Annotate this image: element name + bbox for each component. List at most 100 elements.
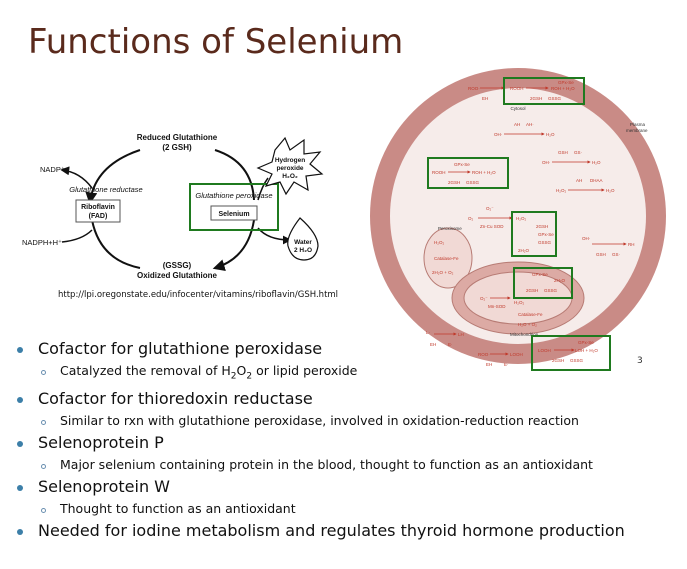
gssg-left: GSSG	[466, 180, 480, 185]
rooh-top: ROOH	[510, 86, 524, 91]
selenium-label: Selenium	[218, 211, 249, 218]
riboflavin-label: Riboflavin	[81, 204, 115, 211]
roh-h2o-top: ROH + H₂O	[551, 86, 575, 91]
glutathione-peroxidase-label: Glutathione peroxidase	[195, 191, 272, 200]
bullet-2: Cofactor for thioredoxin reductase	[14, 388, 679, 410]
dhaa-label: DHAA	[590, 178, 603, 183]
oh-radical-label-3: OH·	[582, 236, 590, 241]
gssg-label: (GSSG)	[163, 261, 192, 270]
looh-box: LOOH	[538, 348, 551, 353]
sub-bullet-4: Thought to function as an antioxidant	[14, 498, 679, 520]
plasma-membrane-label-1: Plasma	[630, 122, 646, 127]
glutathione-cycle-diagram: Reduced Glutathione (2 GSH) NADP⁺ NADPH+…	[22, 133, 324, 280]
h2o2-mito: H₂O₂	[514, 300, 524, 305]
mitochondrion-label: Mitochondrion	[510, 332, 539, 337]
ah-label-1: AH	[514, 122, 520, 127]
riboflavin-box	[75, 199, 121, 223]
h2o2-middle: H₂O₂	[516, 216, 526, 221]
loh-h2o-box: LOH + H₂O	[575, 348, 598, 353]
two-h2o-o2-perox: 2H₂O + O₂	[432, 270, 454, 275]
sub-bullet-1: Catalyzed the removal of H2O2 or lipid p…	[14, 360, 679, 388]
arrow-nadp	[60, 166, 93, 189]
gssg-top: GSSG	[548, 96, 562, 101]
peroxisome-label: Peroxisome	[438, 226, 462, 231]
h2o-label-2: H₂O	[592, 160, 601, 165]
gpx-se-left: GPx-Se	[454, 162, 470, 167]
nadph-label: NADPH+H⁺	[22, 238, 62, 247]
ah-radical-label-1: AH·	[526, 122, 534, 127]
sub-bullet-3: Major selenium containing protein in the…	[14, 454, 679, 476]
e-radical-label-1: E·	[448, 342, 453, 347]
zn-cu-sod-label: Zn-Cu SOD	[480, 224, 504, 229]
hydrogen-peroxide-label-2: peroxide	[276, 165, 303, 172]
gssg-middle: GSSG	[538, 240, 552, 245]
water-label-1: Water	[294, 239, 312, 246]
nadp-label: NADP⁺	[40, 165, 65, 174]
gssg-bottom: GSSG	[570, 358, 584, 363]
water-drop-icon	[287, 217, 319, 261]
gs-radical-label-1: GS·	[574, 150, 582, 155]
o2-radical-label-1: O₂⁻	[486, 206, 494, 211]
gsh2-top: 2GSH	[530, 96, 542, 101]
glutathione-reductase-label: Glutathione reductase	[69, 185, 142, 194]
selenium-box	[210, 205, 258, 221]
gsh2-left: 2GSH	[448, 180, 460, 185]
e-radical-label-2: E·	[504, 362, 509, 367]
cytosol-label: Cytosol	[510, 106, 525, 111]
hydrogen-peroxide-label-3: H₂O₂	[282, 173, 298, 180]
bullet-4: Selenoprotein W	[14, 476, 679, 498]
slide-title: Functions of Selenium	[28, 22, 404, 62]
page-number: 3	[637, 356, 643, 366]
top-highlight-box	[503, 77, 585, 105]
gsh2-mito: 2GSH	[526, 288, 538, 293]
gs-radical-label-2: GS·	[612, 252, 620, 257]
gpx-se-middle: GPx-Se	[538, 232, 554, 237]
gssg-mito: GSSG	[544, 288, 558, 293]
arrow-reductase-down	[91, 219, 141, 269]
mn-sod-label: Mn-SOD	[488, 304, 506, 309]
oxidized-glutathione-label: Oxidized Glutathione	[137, 271, 218, 280]
h2o2-label-1: H₂O₂	[556, 188, 566, 193]
fad-label: (FAD)	[89, 213, 108, 220]
peroxidase-highlight-box	[189, 183, 279, 231]
arrow-reductase-up	[85, 149, 141, 205]
h2o-o2-mito: H₂O + O₂	[518, 322, 537, 327]
o2-radical-mito: O₂⁻	[480, 296, 488, 301]
looh-bottom: LOOH	[510, 352, 523, 357]
gpx-se-top: GPx-Se	[558, 80, 574, 85]
rh-label: RH	[628, 242, 635, 247]
catalase-perox: Catalase-Fe	[434, 256, 459, 261]
oh-radical-label-1: OH·	[494, 132, 502, 137]
bullet-5: Needed for iodine metabolism and regulat…	[14, 520, 679, 542]
h2o-label-3: H₂O	[606, 188, 615, 193]
bullet-list: Cofactor for glutathione peroxidase Cata…	[14, 338, 679, 542]
eh-label-top: EH	[482, 96, 488, 101]
hydrogen-peroxide-burst-icon	[256, 136, 324, 196]
catalase-mito: Catalase-Fe	[518, 312, 543, 317]
gpx-se-bottom: GPx-Se	[578, 340, 594, 345]
cell-antioxidant-diagram: Cytosol Plasma membrane Peroxisome Mitoc…	[370, 68, 666, 371]
hydrogen-peroxide-label-1: Hydrogen	[275, 157, 305, 164]
roh-h2o-left: ROH + H₂O	[472, 170, 496, 175]
bottom-highlight-box	[531, 335, 611, 371]
bullet-3: Selenoprotein P	[14, 432, 679, 454]
arrow-peroxidase-gssg	[212, 219, 255, 271]
arrow-nadph	[61, 229, 93, 243]
cytosol-highlight-box	[427, 157, 509, 189]
two-h2o-mito: 2H₂O	[554, 278, 565, 283]
o2-label-1: O₂	[468, 216, 474, 221]
arrow-h2o2	[257, 177, 269, 201]
reduced-glutathione-sub: (2 GSH)	[162, 143, 192, 152]
gsh-label-2: GSH	[596, 252, 606, 257]
water-label-2: 2 H₂O	[294, 247, 312, 254]
oh-radical-label-2: OH·	[542, 160, 550, 165]
peroxisome	[423, 227, 473, 289]
ah-label-2: AH	[576, 178, 582, 183]
mito-highlight-box	[513, 267, 573, 299]
two-h2o-middle: 2H₂O	[518, 248, 529, 253]
reduced-glutathione-label: Reduced Glutathione	[137, 133, 218, 142]
roo-label: ROO·	[468, 86, 480, 91]
eh-label-1: EH	[430, 342, 436, 347]
gpx-se-mito: GPx-Se	[532, 272, 548, 277]
